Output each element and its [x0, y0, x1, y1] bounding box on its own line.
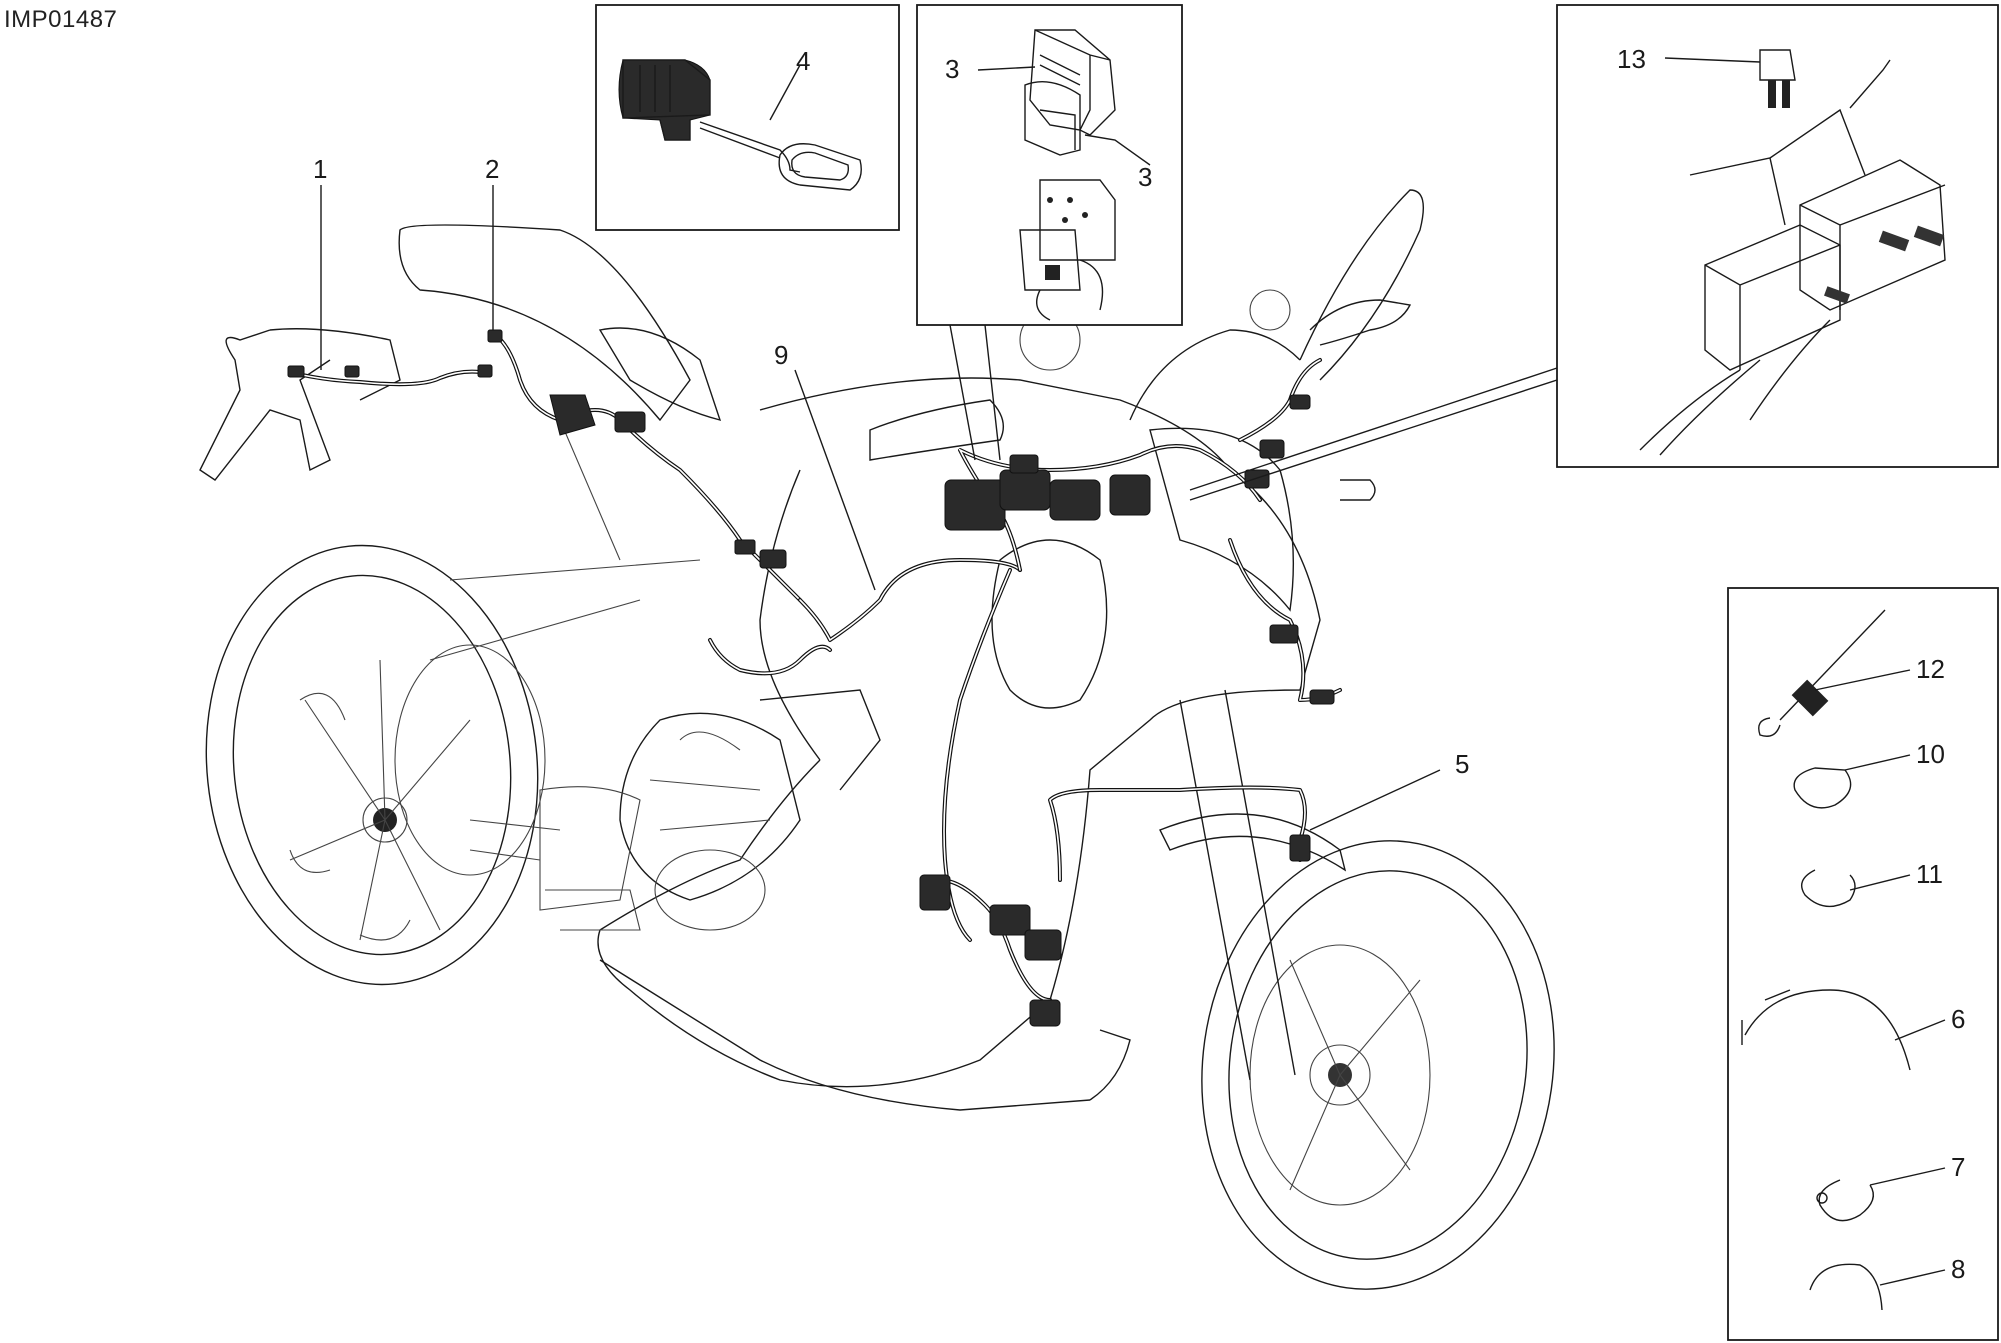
inset-fuse-box: 3 3: [916, 4, 1183, 326]
inset-clips: 12 10 11 6 7 8: [1727, 587, 1999, 1341]
callout-8: 8: [1951, 1254, 1965, 1284]
callout-5: 5: [1455, 749, 1469, 779]
inset-relays: 13: [1556, 4, 1999, 468]
callout-2: 2: [485, 154, 499, 184]
callout-1: 1: [313, 154, 327, 184]
main-callouts: 1 2 9 5: [313, 154, 1469, 831]
callout-3-top: 3: [945, 54, 959, 84]
callout-9: 9: [774, 340, 788, 370]
front-wheel: [1201, 840, 1555, 1290]
motorcycle-outline: [199, 189, 1555, 1290]
tail-wire: [487, 329, 802, 602]
callout-10: 10: [1916, 739, 1945, 769]
fuse-box-leader: [949, 324, 1001, 461]
callout-4: 4: [796, 46, 810, 76]
callout-7: 7: [1951, 1152, 1965, 1182]
callout-12: 12: [1916, 654, 1945, 684]
inset-battery-connector: 4: [595, 4, 900, 231]
drawing-reference-code: IMP01487: [4, 6, 118, 33]
callout-11: 11: [1916, 859, 1943, 889]
callout-13: 13: [1617, 44, 1646, 74]
rear-wheel: [205, 544, 546, 986]
callout-3-bottom: 3: [1138, 162, 1152, 192]
main-harness: [708, 358, 1342, 942]
front-harness: [919, 785, 1311, 1027]
rear-light-wire: [287, 364, 493, 387]
relay-inset-leader: [1189, 367, 1558, 501]
wiring-harness: [287, 329, 1342, 1027]
callout-6: 6: [1951, 1004, 1965, 1034]
